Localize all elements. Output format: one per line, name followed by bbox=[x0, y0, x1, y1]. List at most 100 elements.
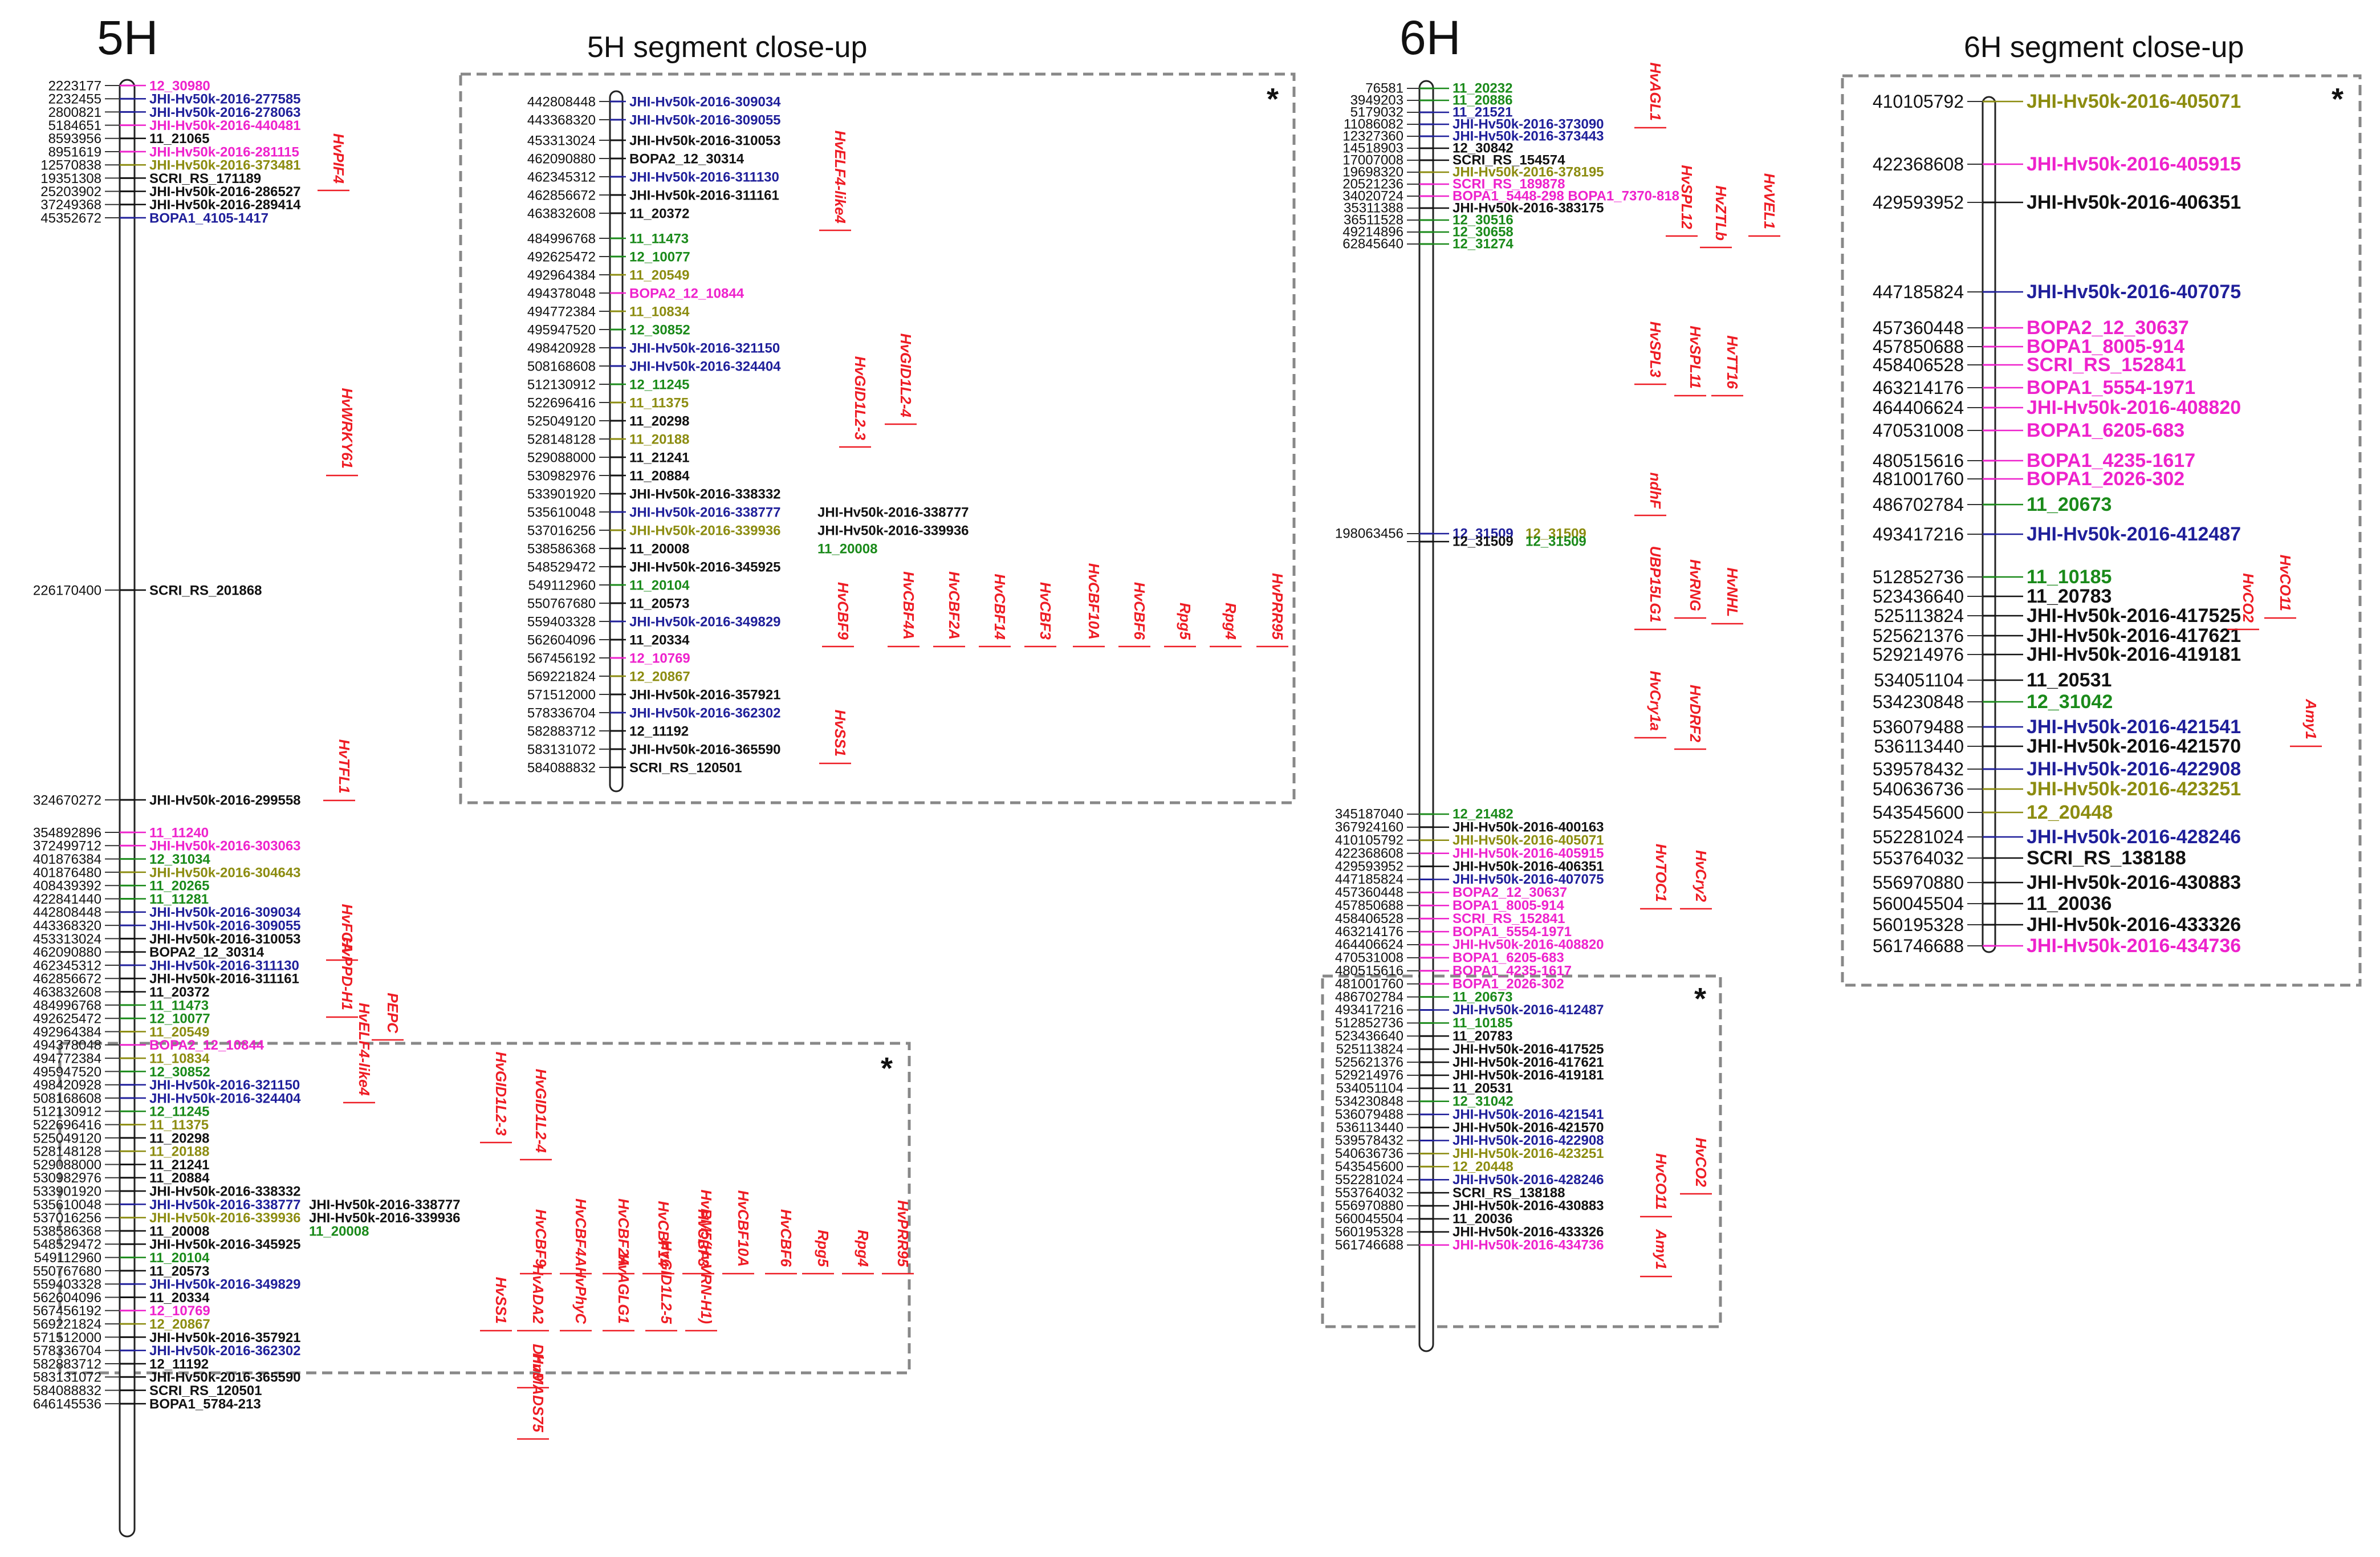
marker-position: 583131072 bbox=[33, 1370, 101, 1385]
gene-label: HvELF4-like4 bbox=[819, 131, 851, 231]
marker-position: 462856672 bbox=[33, 971, 101, 987]
marker-name: BOPA1_6205-683 bbox=[1453, 950, 1564, 966]
gene-name: HvCBF3 bbox=[695, 1209, 712, 1267]
marker-position: 538586368 bbox=[33, 1223, 101, 1239]
marker-position: 19351308 bbox=[40, 171, 101, 186]
marker-name: 12_21482 bbox=[1453, 807, 1514, 822]
gene-name: HvSS1 bbox=[832, 710, 849, 757]
marker-name: JHI-Hv50k-2016-440481 bbox=[149, 118, 301, 133]
marker-position: 562604096 bbox=[527, 632, 596, 648]
marker-position: 534230848 bbox=[1335, 1094, 1403, 1109]
marker-name: JHI-Hv50k-2016-299558 bbox=[149, 792, 301, 808]
marker-name: JHI-Hv50k-2016-434736 bbox=[2027, 935, 2241, 957]
gene-name: HvELF4-like4 bbox=[832, 131, 849, 224]
gene-label: HvCBF2A bbox=[933, 571, 965, 648]
gene-name: HvAGLG1 bbox=[615, 1254, 632, 1324]
gene-label: HvPIF4 bbox=[318, 133, 349, 192]
marker-name: SCRI_RS_120501 bbox=[149, 1383, 262, 1399]
marker-position: 535610048 bbox=[33, 1197, 101, 1213]
gene-label: HvCBF6 bbox=[765, 1209, 797, 1275]
marker-name: 11_11375 bbox=[629, 395, 689, 410]
gene-name: HvPRR95 bbox=[1269, 573, 1286, 640]
gene-name: HvCry1a bbox=[1647, 670, 1664, 731]
marker-name: 11_20372 bbox=[149, 985, 209, 1000]
gene-name: HvZTLb bbox=[1712, 185, 1730, 241]
gene-label: HvCBF9 bbox=[822, 582, 854, 648]
marker-position: 486702784 bbox=[1873, 494, 1964, 515]
gene-label: HvTOC1 bbox=[1640, 844, 1672, 910]
marker-name: BOPA2_12_10844 bbox=[629, 286, 744, 301]
marker-position: 442808448 bbox=[527, 94, 596, 109]
gene-name: HvCBF10A bbox=[735, 1190, 752, 1267]
marker-position: 447185824 bbox=[1873, 282, 1964, 302]
gene-name: HvWRKY61 bbox=[339, 388, 356, 469]
gene-label: HvELF4-like4 bbox=[343, 1003, 375, 1104]
marker-name: 11_21521 bbox=[1453, 105, 1512, 120]
marker-name: JHI-Hv50k-2016-349829 bbox=[629, 614, 781, 629]
gene-label: HvADA2 bbox=[517, 1265, 549, 1332]
marker-name: JHI-Hv50k-2016-405915 bbox=[2027, 153, 2241, 175]
marker-position: 492625472 bbox=[33, 1011, 101, 1027]
marker-position: 552281024 bbox=[1873, 827, 1964, 847]
marker-position: 5184651 bbox=[48, 118, 101, 133]
marker-name: SCRI_RS_171189 bbox=[149, 171, 261, 186]
marker-name: JHI-Hv50k-2016-406351 bbox=[1453, 859, 1604, 874]
marker-name: 12_30658 bbox=[1453, 225, 1514, 240]
closeup-star-5h: * bbox=[1267, 82, 1279, 116]
gene-name: HvCO2 bbox=[2240, 573, 2257, 623]
chr5-highlight-frame bbox=[58, 1042, 911, 1375]
marker-name: JHI-Hv50k-2016-278063 bbox=[149, 105, 301, 120]
marker-position: 486702784 bbox=[1335, 989, 1403, 1005]
marker-position: 560045504 bbox=[1335, 1212, 1403, 1227]
gene-name: HvNHL bbox=[1724, 567, 1741, 617]
marker-position: 17007008 bbox=[1342, 153, 1403, 168]
marker-position: 578336704 bbox=[527, 705, 596, 721]
gene-label: HvCBF10A bbox=[1073, 563, 1105, 648]
gene-name: HvGID1L2-3 bbox=[852, 356, 869, 441]
marker-position: 2232455 bbox=[48, 92, 101, 107]
marker-name: JHI-Hv50k-2016-321150 bbox=[629, 340, 780, 356]
marker-position: 484996768 bbox=[527, 231, 596, 246]
marker-name: 12_11245 bbox=[629, 377, 689, 392]
chr6-closeup-bar bbox=[1982, 96, 1996, 953]
gene-name: HvPPD-H1 bbox=[339, 937, 356, 1010]
marker-position: 525113824 bbox=[1874, 605, 1964, 626]
chr6-title: 6H bbox=[1399, 11, 1460, 64]
gene-name: HvPRR95 bbox=[894, 1200, 912, 1267]
gene-label: PEPC bbox=[372, 993, 404, 1041]
marker-name: 12_31274 bbox=[1453, 237, 1514, 252]
marker-name: JHI-Hv50k-2016-311161 bbox=[149, 971, 299, 987]
marker-position: 429593952 bbox=[1335, 859, 1403, 874]
marker-position: 550767680 bbox=[33, 1263, 101, 1279]
gene-label: HvSS1 bbox=[480, 1277, 512, 1332]
